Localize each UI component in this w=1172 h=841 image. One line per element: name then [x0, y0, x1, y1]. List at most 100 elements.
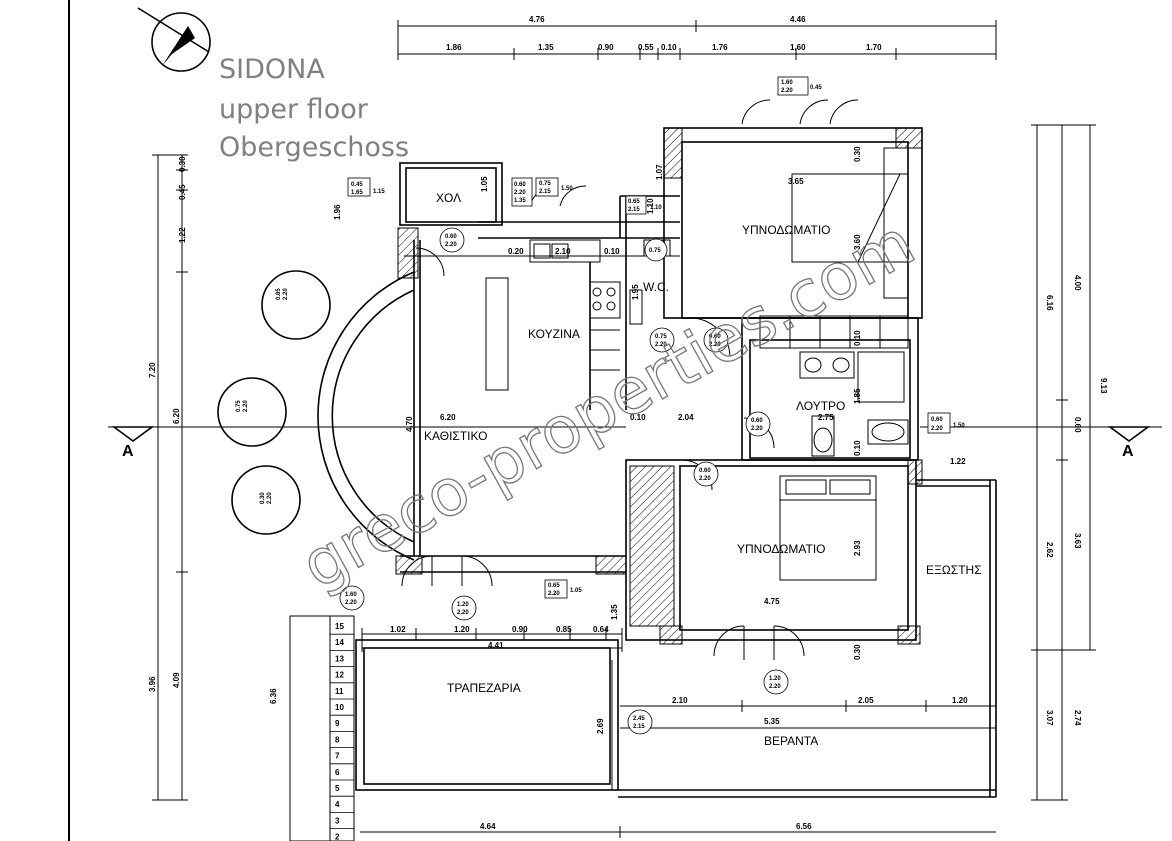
stair-step-number: 3	[335, 816, 340, 825]
dim-top-detail-6: 1.76	[712, 43, 728, 52]
bay-window-wall	[217, 270, 415, 561]
window-tag-19-b: 2.20	[243, 400, 249, 412]
window-tag-18-a: 0.85	[276, 288, 282, 300]
dim-kitchen-width: 2.10	[555, 247, 571, 256]
bedroom-top-furniture	[759, 147, 909, 349]
window-tag-4-b: 2.15	[628, 207, 640, 213]
stair-step-number: 13	[335, 654, 344, 663]
dim-bath-width: 2.75	[818, 413, 834, 422]
dim-left-7: 6.20	[172, 408, 181, 424]
window-tag-4-c: 1.10	[650, 205, 662, 211]
window-tag-12-a: 0.60	[699, 468, 711, 474]
dim-dining-height: 2.69	[596, 718, 605, 734]
stair-step-number: 2	[335, 833, 340, 841]
dim-dining-step: 1.35	[610, 604, 619, 620]
dimension-dining	[360, 628, 996, 838]
walls	[355, 127, 997, 798]
window-tag-8: 0.75 2.20	[649, 327, 675, 353]
dim-right-5: 2.62	[1045, 542, 1054, 558]
dim-stair-length: 6.36	[269, 688, 278, 704]
dim-bath-gap2: 0.10	[853, 440, 862, 456]
dim-top-overall-1: 4.76	[529, 15, 545, 24]
dim-left-4: 7.20	[148, 362, 157, 378]
dim-dining-detail-3: 0.90	[512, 625, 528, 634]
dim-left-5: 3.96	[148, 676, 157, 692]
window-tag-4: 0.65 2.15 1.10	[625, 195, 662, 215]
window-tag-9: 0.60 2.20	[703, 327, 729, 353]
dim-right-7: 3.07	[1045, 710, 1054, 726]
dim-right-3: 9.13	[1099, 378, 1108, 394]
dim-bed-bottom-height: 2.93	[853, 540, 862, 556]
dim-top-detail-7: 1.60	[790, 43, 806, 52]
dim-right-6: 3.63	[1073, 533, 1082, 549]
dim-right-4: 0.60	[1073, 417, 1082, 433]
room-label-bathroom: ΛΟΥΤΡΟ	[796, 399, 845, 413]
room-label-bedroom-bottom: ΥΠΝΟΔΩΜΑΤΙΟ	[737, 542, 826, 556]
dim-right-8: 2.74	[1073, 710, 1082, 726]
window-tag-16-b: 2.20	[769, 684, 781, 690]
dim-left-1: 0.30	[178, 156, 187, 172]
window-tag-8-b: 2.20	[655, 342, 667, 348]
window-tag-13-a: 1.60	[345, 592, 357, 598]
dim-top-detail-4: 0.55	[638, 43, 654, 52]
window-tag-15-a: 0.65	[548, 583, 560, 589]
section-label-left: A	[122, 443, 134, 460]
window-tag-9-b: 2.20	[709, 342, 721, 348]
window-tag-7: 0.75	[644, 238, 668, 262]
stair-step-number: 6	[335, 768, 340, 777]
dim-veranda-width: 5.35	[764, 717, 780, 726]
bathroom-fixtures	[799, 351, 909, 457]
window-tag-6-a: 0.60	[445, 234, 457, 240]
stair-step-number: 9	[335, 719, 340, 728]
window-tag-4-a: 0.65	[628, 199, 640, 205]
window-tag-11: 0.60 2.20	[745, 411, 771, 437]
stair-step-number: 8	[335, 735, 340, 744]
dim-bottom-overall-1: 4.64	[480, 822, 496, 831]
dim-veranda-detail-2: 2.05	[858, 696, 874, 705]
window-tag-1-a: 1.60	[781, 80, 793, 86]
dim-right-1: 4.00	[1073, 275, 1082, 291]
window-tag-18-b: 2.20	[283, 288, 289, 300]
dim-right-2: 6.16	[1045, 295, 1054, 311]
stair-step-number: 12	[335, 671, 344, 680]
dim-dining-detail-4: 0.85	[556, 625, 572, 634]
dim-top-detail-2: 1.35	[538, 43, 554, 52]
window-tag-2-a: 0.45	[351, 182, 363, 188]
dim-dining-detail-5: 0.64	[593, 625, 609, 634]
window-tag-13: 1.60 2.20	[339, 585, 365, 611]
dim-bottom-overall-2: 6.56	[796, 822, 812, 831]
dim-hall-height: 1.05	[480, 176, 489, 192]
stair-step-number: 15	[335, 622, 344, 631]
section-mark-left	[108, 426, 420, 442]
window-tag-10-c: 1.50	[953, 423, 965, 429]
dim-hall-left: 1.96	[333, 204, 342, 220]
window-tag-5-a: 0.60	[514, 182, 526, 188]
dim-bed-top-height: 3.60	[853, 234, 862, 250]
dim-dining-detail-2: 1.20	[454, 625, 470, 634]
window-tag-7-a: 0.75	[649, 248, 661, 254]
window-tag-3-b: 2.15	[539, 189, 551, 195]
window-tag-17-a: 2.45	[633, 716, 645, 722]
dim-dining-detail-1: 1.02	[390, 625, 406, 634]
dim-wc-height2: 1.10	[646, 198, 655, 214]
plan-title: SIDONA	[219, 54, 325, 85]
dim-top-detail-8: 1.70	[866, 43, 882, 52]
window-tag-3: 0.75 2.15 1.50	[535, 177, 573, 197]
window-tag-5-c: 1.35	[514, 198, 526, 204]
room-label-balcony: ΕΞΩΣΤΗΣ	[926, 563, 982, 577]
window-tag-6-b: 2.20	[445, 242, 457, 248]
plan-subtitle: upper floor	[219, 94, 368, 125]
window-tag-11-a: 0.60	[751, 418, 763, 424]
dimension-top	[397, 20, 997, 60]
stair-step-number: 4	[335, 800, 340, 809]
room-label-hall: ΧΟΛ	[436, 191, 461, 205]
dim-kitchen-side: 0.20	[508, 247, 524, 256]
staircase	[289, 615, 355, 841]
bedroom-bottom-furniture	[779, 475, 877, 581]
dim-bath-gap: 0.10	[853, 330, 862, 346]
dim-top-detail-5: 0.10	[661, 43, 677, 52]
dim-kitchen-side2: 0.10	[604, 247, 620, 256]
stair-step-number: 10	[335, 703, 344, 712]
